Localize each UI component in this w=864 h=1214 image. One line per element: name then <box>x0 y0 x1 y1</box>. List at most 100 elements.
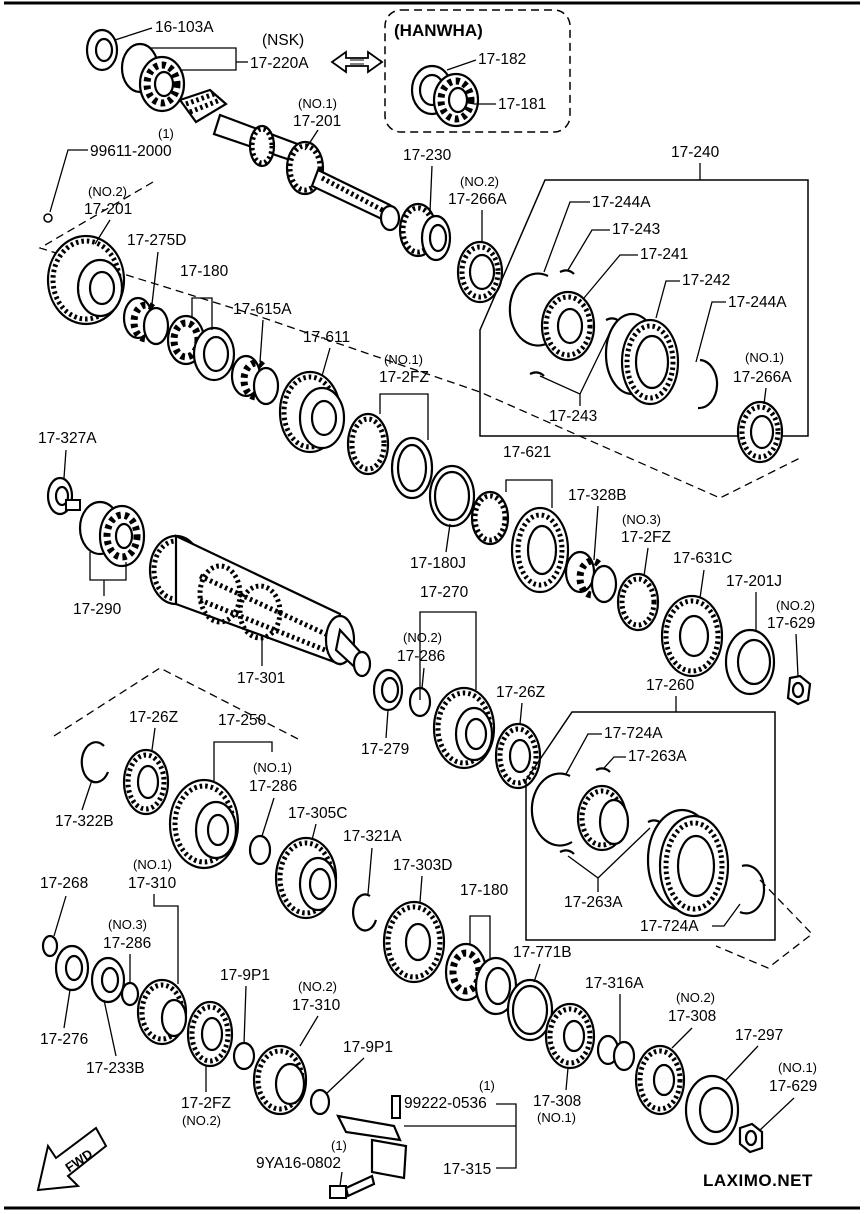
washer-17-180J <box>428 464 476 528</box>
label-17-266A-top: 17-266A <box>448 191 507 208</box>
label-17-242: 17-242 <box>682 272 730 289</box>
label-17-308-bottom: 17-308 <box>533 1093 581 1110</box>
label-no1-f: (NO.1) <box>537 1110 576 1125</box>
spacer-17-316A <box>596 1034 636 1072</box>
label-17-615A: 17-615A <box>233 301 292 318</box>
label-17-310-bottom: 17-310 <box>292 997 341 1014</box>
hub-17-260 <box>576 784 630 852</box>
label-1-b: (1) <box>479 1078 495 1093</box>
dashed-outline-lower <box>53 667 301 741</box>
washer-17-771B <box>506 978 554 1042</box>
double-arrow-icon <box>330 50 384 74</box>
ring-17-244A-left <box>508 272 551 347</box>
clip-17-9P1-right <box>309 1088 331 1116</box>
bearing-17-615A <box>230 354 280 406</box>
nut-17-629-no1 <box>738 1122 764 1154</box>
gear-17-250 <box>168 778 240 870</box>
fork-17-315 <box>336 1095 408 1180</box>
clip-17-268 <box>41 934 59 958</box>
clip-17-286-no3 <box>120 981 140 1007</box>
washer-17-279 <box>372 668 404 712</box>
label-no2-e: (NO.2) <box>298 979 337 994</box>
label-no1-g: (NO.1) <box>778 1060 817 1075</box>
label-17-629-bottom: 17-629 <box>769 1078 817 1095</box>
gear-17-303D <box>382 900 446 984</box>
label-17-243-top: 17-243 <box>612 221 660 238</box>
label-17-9P1-left: 17-9P1 <box>220 967 270 984</box>
label-17-308-right: 17-308 <box>668 1008 716 1025</box>
label-17-266A-right: 17-266A <box>733 369 792 386</box>
label-17-244A-right: 17-244A <box>728 294 787 311</box>
plate-17-276 <box>54 944 90 992</box>
label-17-316A: 17-316A <box>585 975 644 992</box>
fwd-arrow-icon: FWD <box>36 1126 108 1192</box>
dashed-outline-lower-right <box>715 879 813 969</box>
gear-17-308-no1 <box>544 1002 596 1070</box>
ring-17-26Z-right <box>494 722 542 790</box>
label-17-327A: 17-327A <box>38 430 97 447</box>
label-17-328B: 17-328B <box>568 487 627 504</box>
ring-17-26Z-left <box>122 748 170 816</box>
bolt-9YA16-0802 <box>329 1174 376 1199</box>
label-17-724A-bottom: 17-724A <box>640 918 699 935</box>
ball-99611-2000 <box>43 213 53 223</box>
hanwha-box <box>384 9 571 133</box>
label-17-220A: 17-220A <box>250 55 309 72</box>
label-17-182: 17-182 <box>478 51 526 68</box>
ring-17-2FZ-no3 <box>616 572 660 632</box>
input-shaft <box>178 88 401 232</box>
label-no3-b: (NO.3) <box>108 917 147 932</box>
label-17-201J: 17-201J <box>726 573 782 590</box>
label-17-26Z-right: 17-26Z <box>496 684 545 701</box>
label-no2-f: (NO.2) <box>182 1113 221 1128</box>
label-17-180-top: 17-180 <box>180 263 229 280</box>
label-17-263A-top: 17-263A <box>628 748 687 765</box>
label-17-2FZ-bottom: 17-2FZ <box>181 1095 231 1112</box>
rings-17-2FZ-no1 <box>346 412 434 500</box>
label-17-270: 17-270 <box>420 584 469 601</box>
label-17-243-bottom: 17-243 <box>549 408 597 425</box>
gear-17-310-no2 <box>252 1044 308 1116</box>
label-no1-c: (NO.1) <box>384 352 423 367</box>
label-17-276: 17-276 <box>40 1031 88 1048</box>
label-17-286-mid: 17-286 <box>397 648 445 665</box>
sync-box-17-260 <box>525 711 776 941</box>
nut-17-629-no2 <box>786 674 812 706</box>
bearing-17-290 <box>78 500 146 568</box>
key-17-243-low <box>529 371 545 377</box>
sync-box-17-240 <box>479 179 809 437</box>
label-no3-a: (NO.3) <box>622 512 661 527</box>
label-17-275D: 17-275D <box>127 232 186 249</box>
label-17-290: 17-290 <box>73 601 122 618</box>
hub-17-241 <box>540 290 596 362</box>
bearing-17-220A <box>120 42 186 113</box>
plug-17-327A <box>46 476 81 516</box>
label-17-181: 17-181 <box>498 96 546 113</box>
label-17-297: 17-297 <box>735 1027 783 1044</box>
label-99222-0536: 99222-0536 <box>404 1095 487 1112</box>
bearing-17-180-bottom <box>444 942 518 1016</box>
gear-17-230 <box>398 202 452 262</box>
label-no1-b: (NO.1) <box>745 350 784 365</box>
hanwha-label: (HANWHA) <box>394 21 483 40</box>
label-17-260: 17-260 <box>646 677 695 694</box>
clip-17-321A <box>352 893 378 932</box>
label-no2-d: (NO.2) <box>403 630 442 645</box>
label-no1-e: (NO.1) <box>133 857 172 872</box>
gear-17-611 <box>278 370 346 454</box>
key-17-263A-left <box>559 849 575 855</box>
seal-16-103A <box>85 28 119 72</box>
clip-17-9P1-left <box>232 1041 256 1071</box>
label-17-241: 17-241 <box>640 246 688 263</box>
gear-17-308-no2 <box>634 1044 686 1116</box>
label-17-286-bottom: 17-286 <box>103 935 151 952</box>
ring-17-266A-no2 <box>456 240 504 304</box>
gear-17-201-no2 <box>46 234 126 326</box>
label-17-2FZ-mid: 17-2FZ <box>621 529 671 546</box>
label-17-244A-top: 17-244A <box>592 194 651 211</box>
gear-17-631C <box>660 594 724 678</box>
key-17-263A-top <box>595 767 611 773</box>
label-1-a: (1) <box>158 126 174 141</box>
bearing-17-328B <box>564 550 618 604</box>
